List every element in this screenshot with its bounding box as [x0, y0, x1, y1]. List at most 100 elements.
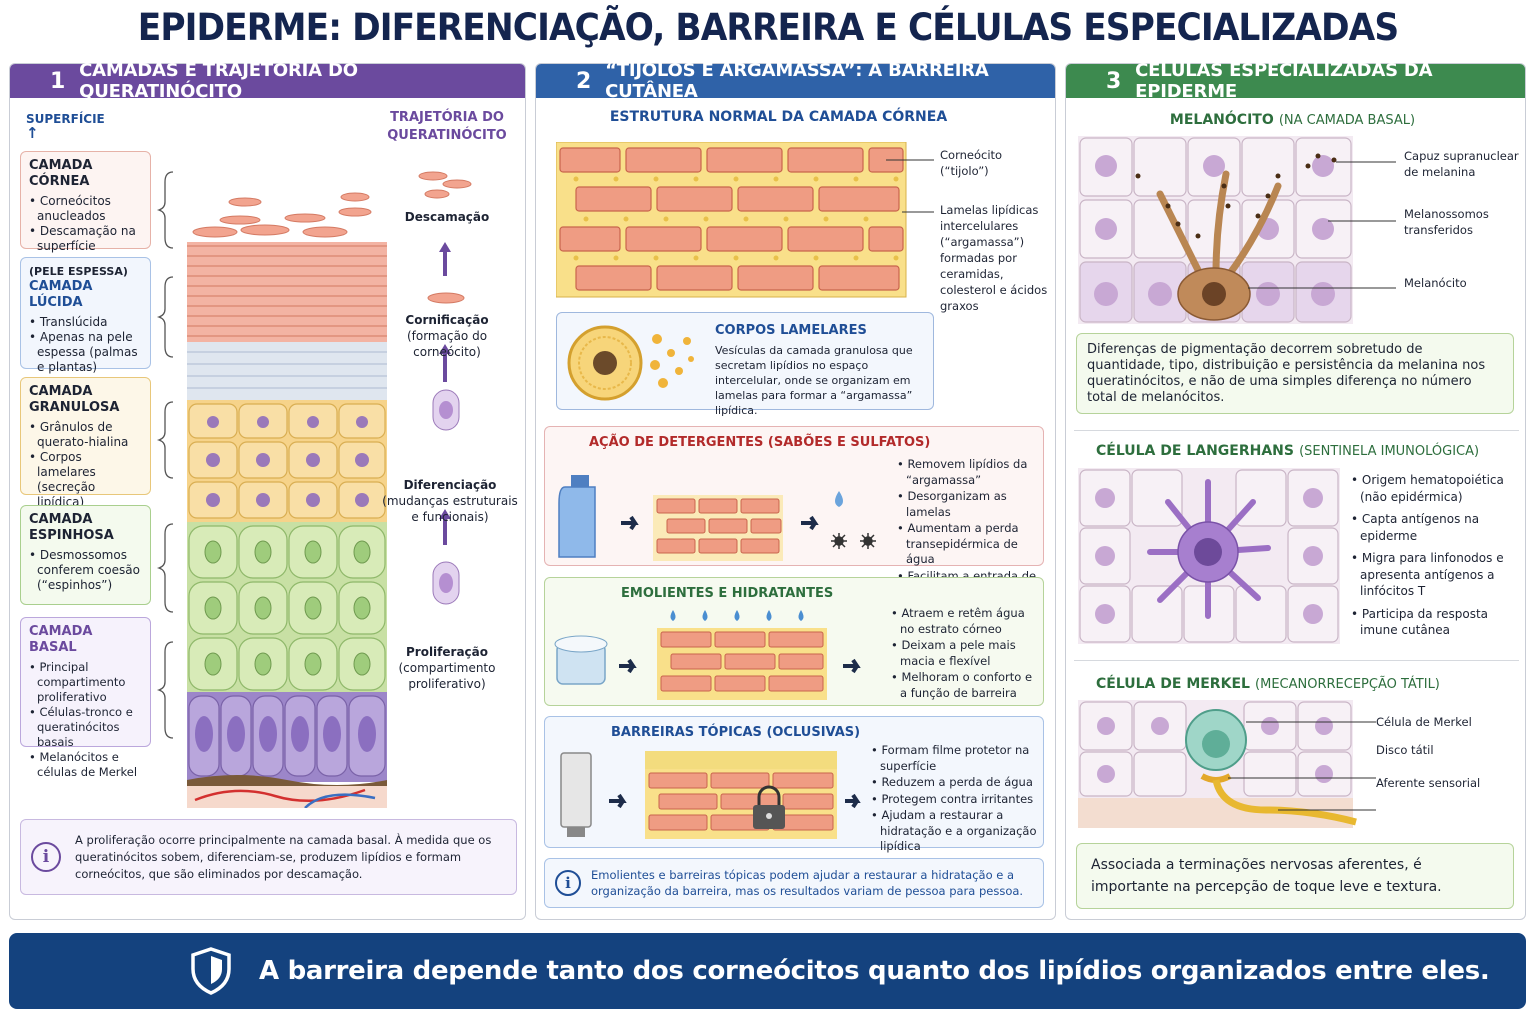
- occluded-barrier: [645, 751, 837, 839]
- label-lamelas: Lamelas lipídicas intercelulares (“argam…: [940, 203, 1048, 313]
- detergent-title: AÇÃO DE DETERGENTES (SABÕES E SULFATOS): [589, 435, 931, 450]
- lamellar-title: CORPOS LAMELARES: [715, 323, 867, 338]
- nucleus-icon: [439, 573, 453, 593]
- label-merkel-cell: Célula de Merkel: [1376, 715, 1472, 729]
- layer-cornea: CAMADA CÓRNEA Corneócitos anucleadosDesc…: [20, 151, 151, 253]
- layer-name: CAMADA ESPINHOSA: [29, 512, 114, 543]
- merkel-heading: CÉLULA DE MERKEL (MECANORRECEPÇÃO TÁTIL): [1096, 673, 1440, 692]
- occlusive-illustration: [560, 751, 861, 839]
- langerhans-item: Capta antígenos na epiderme: [1351, 511, 1519, 544]
- normal-structure-title: ESTRUTURA NORMAL DA CAMADA CÓRNEA: [609, 109, 948, 125]
- melanocyte-heading: MELANÓCITO (NA CAMADA BASAL): [1066, 109, 1519, 128]
- langerhans-nucleus: [1194, 538, 1222, 566]
- panel-title: “TIJOLOS E ARGAMASSA”: A BARREIRA CUTÂNE…: [605, 60, 989, 102]
- cream-jar-icon: [554, 635, 608, 685]
- langerhans-title: CÉLULA DE LANGERHANS: [1096, 443, 1294, 459]
- cream-tube-icon: [560, 752, 592, 837]
- melanocyte-illustration: [1078, 136, 1396, 324]
- panel-header: 2 “TIJOLOS E ARGAMASSA”: A BARREIRA CUTÂN…: [536, 60, 1055, 102]
- desquamation-icon: [418, 171, 472, 199]
- lock-icon: [753, 785, 785, 829]
- melanocyte-title: MELANÓCITO: [1169, 112, 1274, 128]
- leader-lines: [1248, 161, 1396, 289]
- arrow-right-icon: [843, 658, 861, 674]
- arrow-right-icon: [845, 793, 861, 809]
- emollient-title: EMOLIENTES E HIDRATANTES: [621, 586, 834, 601]
- occlusive-box: BARREIRAS TÓPICAS (OCLUSIVAS) Formam fil…: [544, 716, 1044, 853]
- merkel-title: CÉLULA DE MERKEL: [1096, 676, 1250, 692]
- langerhans-illustration: [1078, 468, 1340, 644]
- step-name: Proliferação: [405, 645, 488, 659]
- arrow-up-icon: [439, 509, 451, 545]
- corneocyte-bricks: [559, 147, 904, 291]
- step-proliferacao: Proliferação(compartimento proliferativo…: [382, 644, 512, 692]
- layer-item: Corneócitos anucleados: [29, 194, 142, 224]
- sensory-afferent: [1212, 779, 1357, 826]
- layer-name: CAMADA CÓRNEA: [29, 158, 93, 189]
- arrow-right-icon: [801, 515, 819, 531]
- arrow-up-icon: ↑: [26, 124, 39, 142]
- arrow-right-icon: [621, 515, 639, 531]
- cornified-cell-icon: [427, 292, 465, 304]
- langerhans-heading: CÉLULA DE LANGERHANS (SENTINELA IMUNOLÓG…: [1096, 440, 1479, 459]
- water-drop-icon: [835, 491, 843, 507]
- trajectory-illustration: [418, 171, 472, 605]
- water-drops: [670, 610, 804, 621]
- emollient-list: Atraem e retêm água no estrato córneo De…: [891, 606, 1041, 702]
- occlusive-item: Protegem contra irritantes: [871, 792, 1041, 808]
- panel-barrier: 2 “TIJOLOS E ARGAMASSA”: A BARREIRA CUTÂN…: [535, 60, 1056, 920]
- basal-nuclei: [195, 716, 376, 752]
- melanosomes: [1135, 153, 1337, 239]
- footer-text: A barreira depende tanto dos corneócitos…: [259, 956, 1490, 986]
- layer-pre: (PELE ESPESSA): [29, 265, 128, 278]
- layer-item: Translúcida: [29, 315, 142, 330]
- divider: [1074, 660, 1519, 661]
- info-icon: i: [31, 842, 61, 872]
- step-cornificacao: Cornificação(formação do corneócito): [382, 312, 512, 360]
- shield-icon: [191, 947, 231, 995]
- surface-text: SUPERFÍCIE: [26, 112, 105, 126]
- detergent-box: AÇÃO DE DETERGENTES (SABÕES E SULFATOS) …: [544, 426, 1044, 598]
- arrow-right-icon: [609, 793, 627, 809]
- damaged-barrier: [653, 495, 783, 561]
- occlusive-list: Formam filme protetor na superfície Redu…: [871, 743, 1041, 856]
- stratum-lucidum: [187, 342, 387, 400]
- step-desc: (formação do corneócito): [406, 329, 488, 359]
- emollient-illustration: [554, 610, 861, 700]
- layer-granulosa: CAMADA GRANULOSA Grânulos de querato-hia…: [20, 377, 151, 509]
- label-disco-tatil: Disco tátil: [1376, 743, 1434, 757]
- granular-nuclei: [206, 416, 369, 507]
- langerhans-item: Origem hematopoiética (não epidérmica): [1351, 472, 1519, 505]
- layer-item: Descamação na superfície: [29, 224, 142, 254]
- lucidum-lines: [187, 351, 387, 389]
- detergent-bottle-icon: [558, 486, 596, 558]
- hydrated-barrier: [657, 628, 827, 700]
- merkel-sub: (MECANORRECEPÇÃO TÁTIL): [1255, 677, 1440, 692]
- label-aferente: Aferente sensorial: [1376, 776, 1481, 790]
- layer-item: Melanócitos e células de Merkel: [29, 750, 142, 780]
- dermis: [187, 786, 387, 808]
- label-capuz: Capuz supranuclear de melanina: [1404, 149, 1519, 179]
- info-icon: i: [555, 870, 581, 896]
- arrow-right-icon: [619, 658, 637, 674]
- panel-number: 2: [576, 68, 592, 94]
- layer-item: Grânulos de querato-hialina: [29, 420, 142, 450]
- panel-number: 1: [50, 68, 66, 94]
- step-desc: (mudanças estruturais e funcionais): [382, 494, 518, 524]
- divider: [1074, 430, 1519, 431]
- layer-name: CAMADA LÚCIDA: [29, 279, 93, 310]
- layer-lucida: (PELE ESPESSA) CAMADA LÚCIDA Translúcida…: [20, 257, 151, 374]
- occlusive-title: BARREIRAS TÓPICAS (OCLUSIVAS): [611, 725, 861, 740]
- nucleus-icon: [439, 401, 453, 419]
- detergent-item: Aumentam a perda transepidérmica de água: [897, 521, 1042, 568]
- allergen-icon: [860, 533, 876, 549]
- layer-item: Apenas na pele espessa (palmas e plantas…: [29, 330, 142, 375]
- spinous-nuclei: [204, 540, 371, 676]
- layer-braces: [156, 171, 174, 739]
- layer-espinhosa: CAMADA ESPINHOSA Desmossomos conferem co…: [20, 505, 151, 605]
- info-text: Emolientes e barreiras tópicas podem aju…: [591, 868, 1024, 898]
